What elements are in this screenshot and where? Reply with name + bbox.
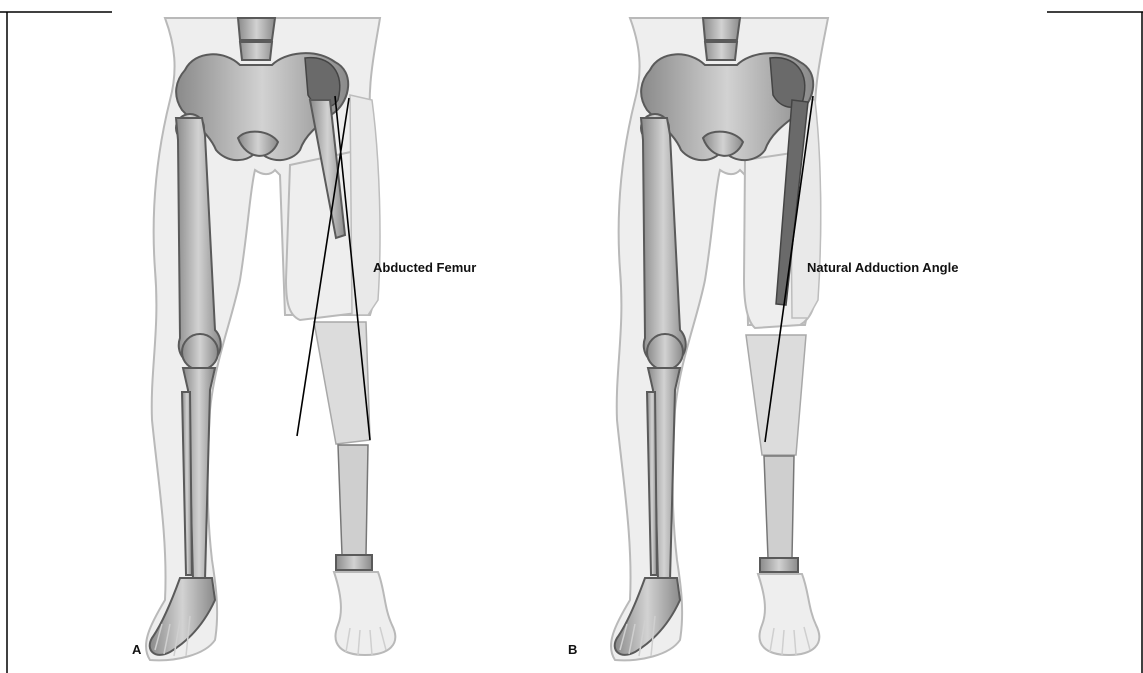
panel-b-spine <box>703 18 740 60</box>
panel-a-prosthetic-shank <box>314 322 370 444</box>
panel-b-caption: Natural Adduction Angle <box>807 260 958 275</box>
panel-a-right-knee <box>182 334 218 370</box>
panel-a-spine <box>238 18 275 60</box>
panel-b-pylon <box>764 456 794 558</box>
panel-b-right-knee <box>647 334 683 370</box>
panel-a-letter: A <box>132 642 142 657</box>
panel-b-prosthetic-foot <box>758 574 819 655</box>
panel-b-prosthetic-shank <box>746 335 806 455</box>
panel-b: Natural Adduction Angle B <box>568 18 958 660</box>
panel-a-caption: Abducted Femur <box>373 260 476 275</box>
panel-a-pylon <box>338 445 368 555</box>
panel-a: Abducted Femur A <box>132 18 476 660</box>
panel-b-letter: B <box>568 642 577 657</box>
panel-a-pylon-clamp <box>336 555 372 570</box>
panel-a-prosthetic-foot <box>334 572 395 655</box>
panel-b-pylon-clamp <box>760 558 798 572</box>
